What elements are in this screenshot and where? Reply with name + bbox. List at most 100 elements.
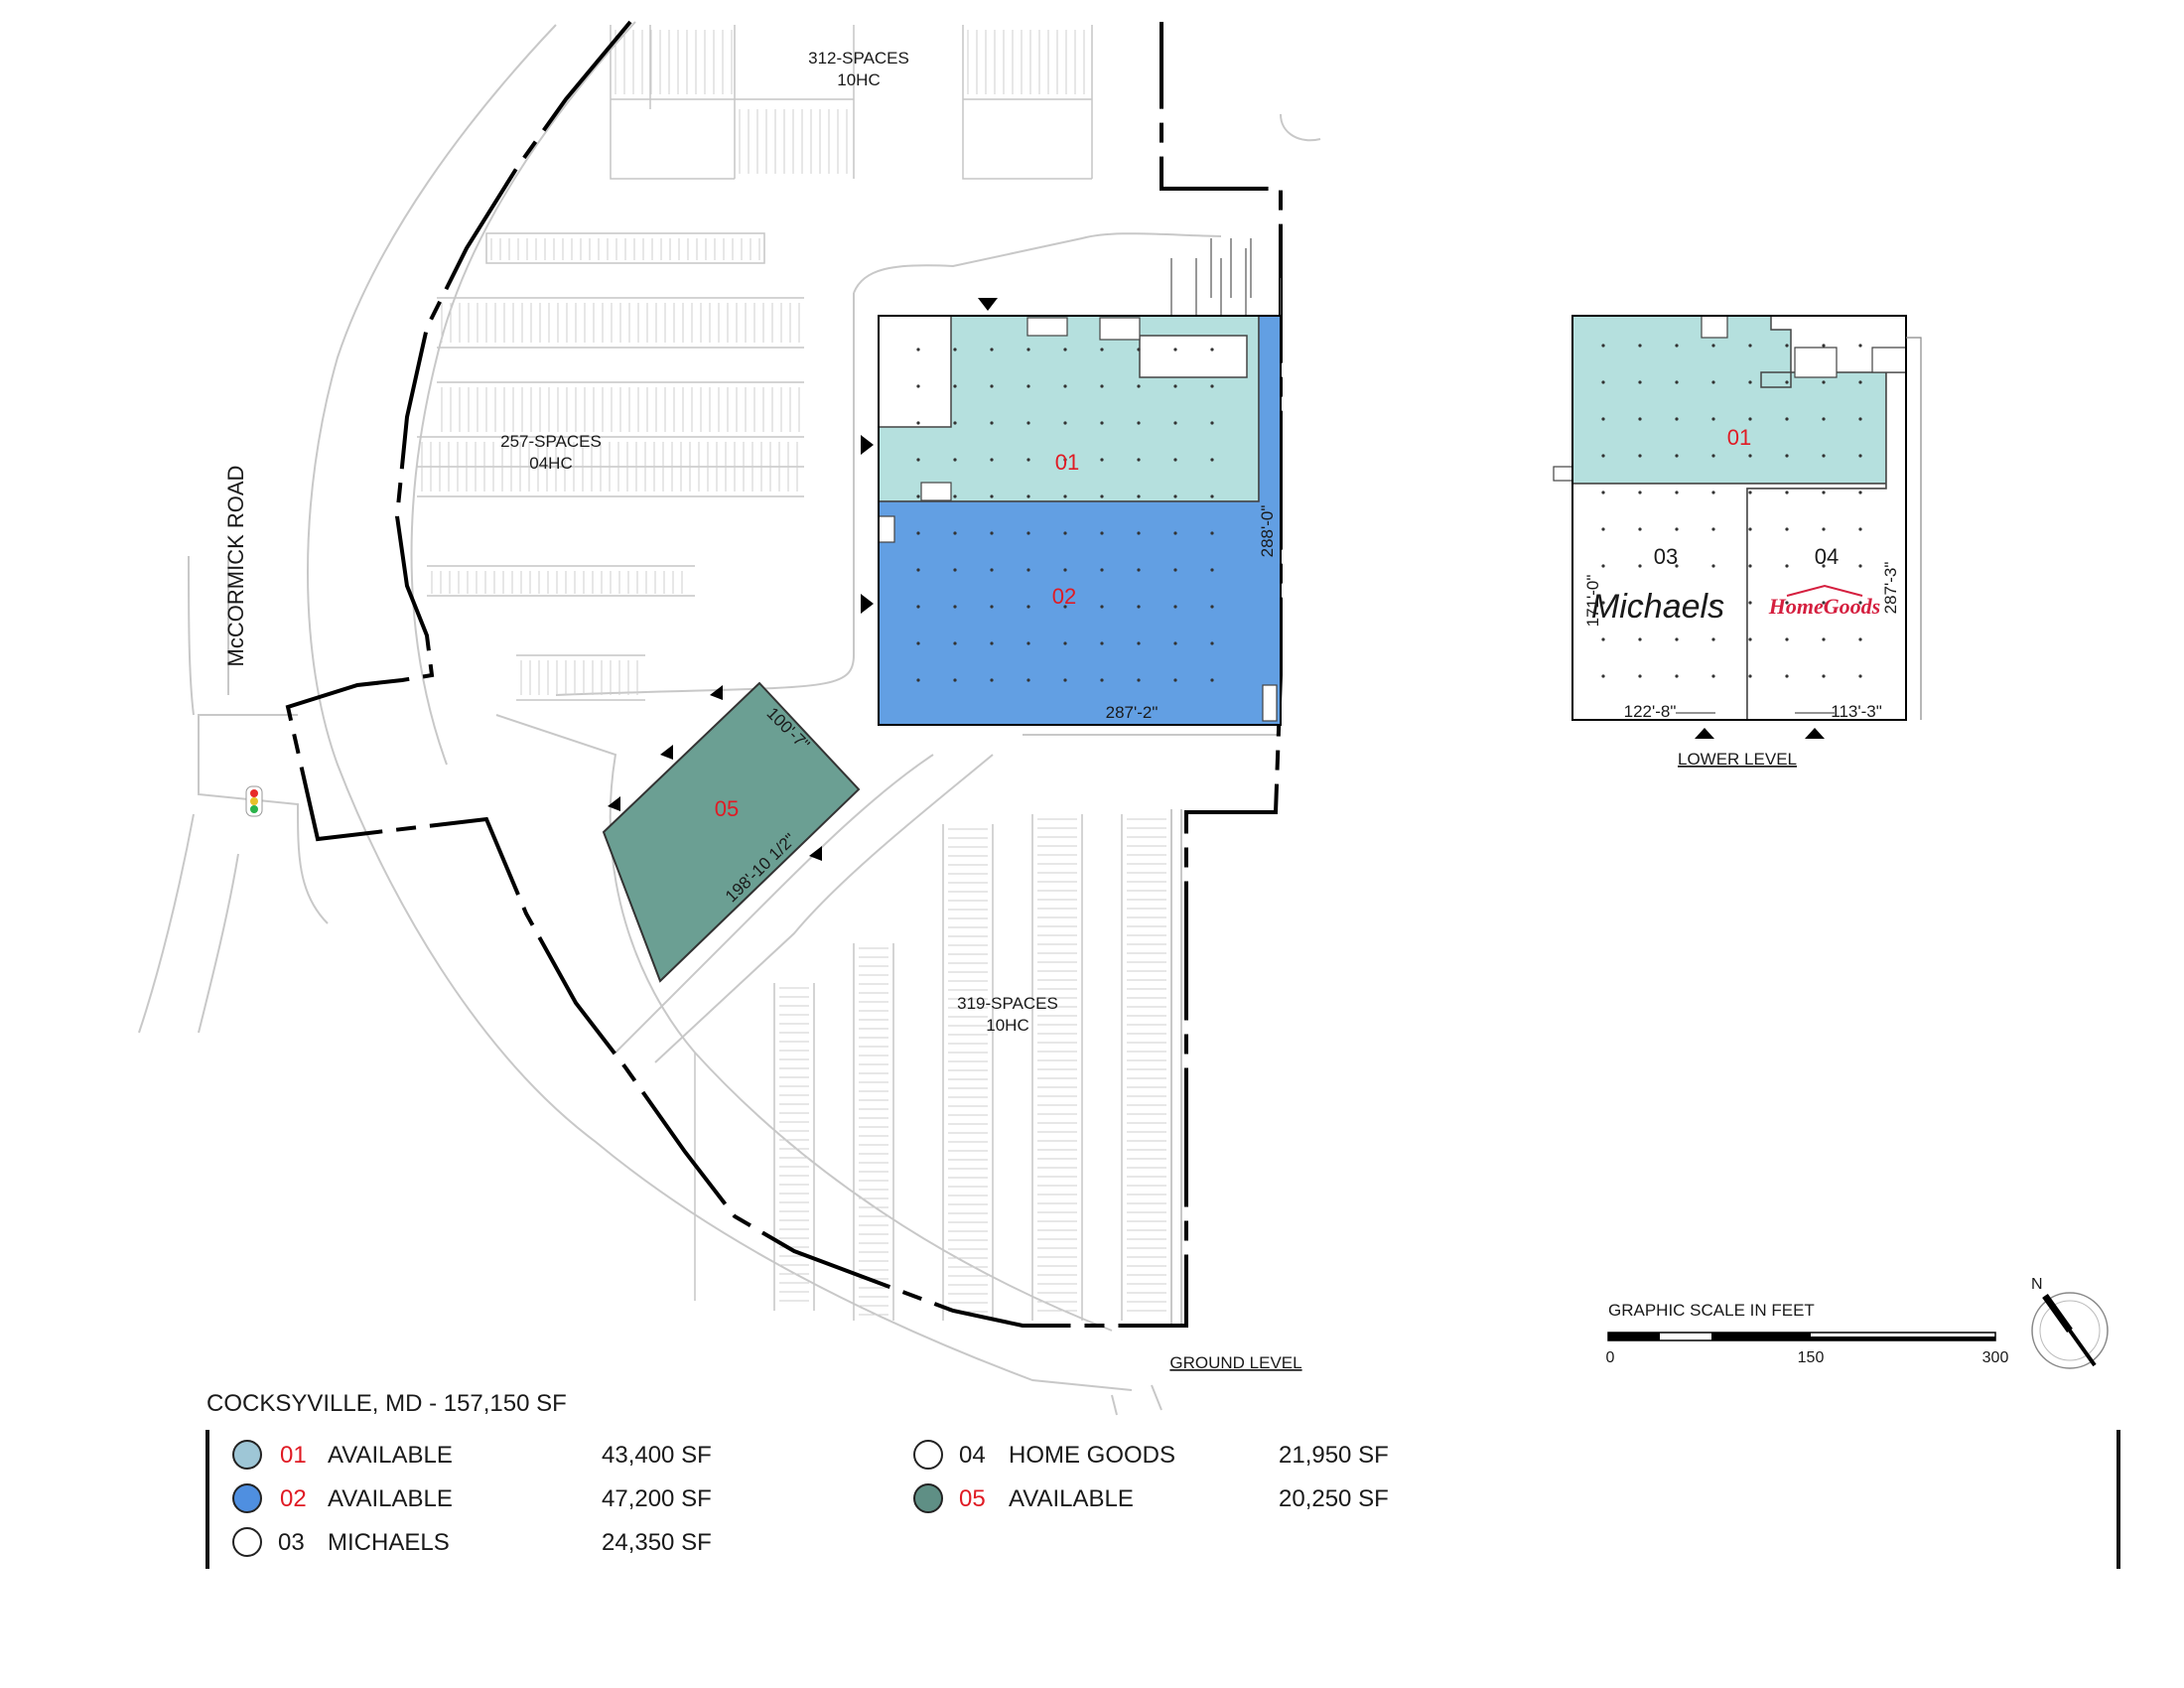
column-dot [1601,674,1605,678]
scale-tick-0: 0 [1606,1349,1615,1366]
column-dot [1711,637,1715,641]
lower-dim-03-width: 122'-8" [1624,702,1677,721]
property-line [285,20,1283,1328]
column-dot [1026,678,1030,682]
parking-labels: 312-SPACES 10HC 257-SPACES 04HC 319-SPAC… [500,49,1058,1035]
column-dot [1785,674,1789,678]
legend-num-05: 05 [959,1485,986,1512]
column-dot [1785,417,1789,421]
column-dot [1858,417,1862,421]
column-dot [1063,494,1067,498]
column-dot [916,458,920,462]
column-dot [1822,454,1826,458]
column-dot [990,531,994,535]
column-dot [1026,605,1030,609]
column-dot [1026,458,1030,462]
lower-suite-01[interactable] [1571,315,1887,485]
column-dot [1173,641,1177,645]
column-dot [953,494,957,498]
column-dot [1601,417,1605,421]
column-dot [1858,637,1862,641]
column-dot [1100,384,1104,388]
legend-swatch-02 [232,1483,262,1513]
column-dot [1210,421,1214,425]
column-dot [1137,494,1141,498]
column-dot [1748,601,1752,605]
column-dot [1638,674,1642,678]
column-dot [990,494,994,498]
legend-right-bar [2116,1430,2120,1569]
column-dot [1748,637,1752,641]
column-dot [1675,380,1679,384]
column-dot [1638,527,1642,531]
column-dot [1100,641,1104,645]
parking-north [610,25,1093,180]
column-dot [1711,380,1715,384]
column-dot [1822,380,1826,384]
legend-label-01: AVAILABLE [328,1442,453,1469]
column-dot [1822,417,1826,421]
column-dot [1173,605,1177,609]
ground-dim-height: 288'-0" [1258,505,1277,558]
lower-dim-04-height: 287'-3" [1881,562,1900,615]
column-dot [1100,678,1104,682]
column-dot [1785,344,1789,348]
lower-suite-04-label: 04 [1815,544,1839,569]
column-dot [1210,494,1214,498]
column-dot [1711,674,1715,678]
parking-stripes [421,30,1166,1316]
column-dot [1173,348,1177,352]
column-dot [1601,344,1605,348]
ground-suite-labels: 01 02 05 [715,450,1079,821]
legend-area-01: 43,400 SF [602,1442,712,1469]
column-dot [1748,564,1752,568]
column-dot [1137,458,1141,462]
column-dot [916,641,920,645]
column-dot [1748,527,1752,531]
legend-area-05: 20,250 SF [1279,1485,1389,1512]
column-dot [1822,674,1826,678]
column-dot [1173,531,1177,535]
column-dot [1675,601,1679,605]
ground-suite-05[interactable] [602,681,861,983]
column-dot [1675,454,1679,458]
column-dot [1822,344,1826,348]
column-dot [1748,344,1752,348]
ground-suite-01-label: 01 [1055,450,1079,475]
column-dot [1137,641,1141,645]
column-dot [1601,601,1605,605]
column-dot [990,678,994,682]
column-dot [953,421,957,425]
column-dot [1173,568,1177,572]
column-dot [1711,564,1715,568]
column-dot [1026,531,1030,535]
column-dot [953,384,957,388]
column-dot [953,678,957,682]
column-dot [1173,421,1177,425]
column-dot [1785,491,1789,494]
legend-area-02: 47,200 SF [602,1485,712,1512]
column-dot [1026,421,1030,425]
legend-label-02: AVAILABLE [328,1485,453,1512]
traffic-light-icon [245,785,263,817]
column-dot [916,531,920,535]
column-dot [1711,344,1715,348]
column-dot [1858,601,1862,605]
column-dot [990,421,994,425]
ground-level-label: GROUND LEVEL [1169,1353,1301,1372]
column-dot [1210,348,1214,352]
column-dot [1063,641,1067,645]
lower-dim-04-width: 113'-3" [1831,702,1882,721]
column-dot [1601,637,1605,641]
column-dot [1063,678,1067,682]
column-dot [1100,568,1104,572]
column-dot [1748,674,1752,678]
column-dot [1210,384,1214,388]
column-dot [1711,491,1715,494]
parking-west-hc: 04HC [529,454,572,473]
column-dot [1858,380,1862,384]
homegoods-roof-icon [1786,584,1863,597]
column-dot [1063,605,1067,609]
column-dot [1026,641,1030,645]
column-dot [1026,494,1030,498]
